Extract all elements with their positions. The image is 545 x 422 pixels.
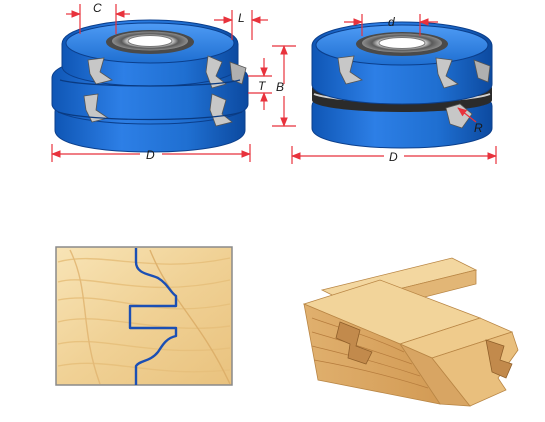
label-b: B xyxy=(276,80,284,94)
right-cutter-set xyxy=(311,21,493,149)
dimension-lines xyxy=(51,4,497,164)
label-t: T xyxy=(258,79,267,93)
tongue-groove-profile xyxy=(128,248,178,385)
wood-grain-lines xyxy=(57,249,231,385)
label-d-right: D xyxy=(389,150,398,164)
label-c: C xyxy=(93,1,102,15)
label-d-left: D xyxy=(146,148,155,162)
label-l: L xyxy=(238,11,245,25)
label-bore-d: d xyxy=(388,15,395,29)
label-r: R xyxy=(474,121,483,135)
profile-panel xyxy=(55,246,233,386)
joint-assembly xyxy=(302,257,519,407)
left-cutter-set xyxy=(51,19,249,153)
